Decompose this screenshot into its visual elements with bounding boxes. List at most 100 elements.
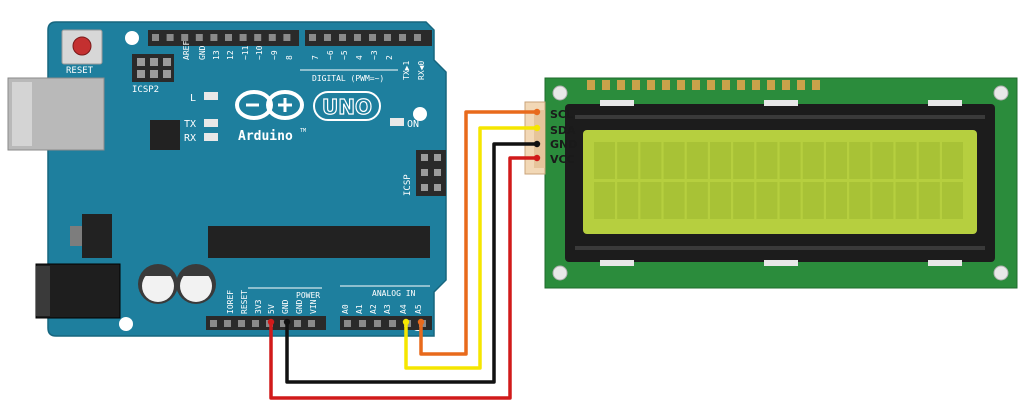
pin-label: 4	[355, 55, 364, 60]
wire-end	[533, 124, 541, 132]
lcd-pin	[722, 80, 730, 90]
pin-label: IOREF	[226, 290, 235, 314]
lcd-pin	[797, 80, 805, 90]
header-pin	[344, 320, 351, 327]
wire-gnd	[285, 142, 539, 384]
analog-label: ANALOG IN	[372, 289, 416, 298]
pin-label: A0	[341, 304, 350, 314]
power-header	[206, 316, 326, 330]
pin-label: A1	[355, 304, 364, 314]
header-pin	[399, 34, 406, 41]
pin-label: 2	[385, 55, 394, 60]
lcd-char-cell	[872, 182, 894, 219]
mount-hole	[413, 107, 427, 121]
lcd-char-cell	[594, 142, 615, 179]
header-pin	[324, 34, 331, 41]
lcd-mount-hole	[552, 265, 568, 281]
lcd-pin	[587, 80, 595, 90]
header-pin	[359, 320, 366, 327]
arduino-uno-board: RESET ICSP2 AREF GND 13 12 ~1	[7, 21, 447, 337]
pin-label: GND	[198, 45, 207, 60]
lcd-char-cell	[710, 182, 731, 219]
lcd-pin	[677, 80, 685, 90]
pin-label: GND	[281, 299, 290, 314]
usb-chip	[150, 120, 180, 150]
pin-label: A5	[414, 304, 423, 314]
header-pin	[389, 320, 396, 327]
header-pin	[294, 320, 301, 327]
power-jack	[35, 263, 121, 319]
lcd-pin	[752, 80, 760, 90]
lcd-char-cell	[733, 142, 755, 179]
icsp-header	[416, 150, 446, 196]
icsp-label: ICSP	[403, 174, 413, 196]
wire-end	[417, 318, 425, 326]
reset-button[interactable]	[61, 29, 103, 65]
analog-pin-labels: A0 A1 A2 A3 A4 A5	[341, 304, 423, 314]
lcd-char-cell	[826, 142, 847, 179]
lcd-mount-hole	[552, 85, 568, 101]
lcd-char-cell	[895, 142, 917, 179]
pin-label: A3	[383, 304, 392, 314]
pin-label: 13	[212, 50, 221, 60]
model-name: UNO	[322, 95, 372, 119]
lcd-bezel-strip	[928, 100, 962, 106]
tx-led-label: TX	[184, 119, 196, 130]
header-pin	[354, 34, 361, 41]
lcd-char-cell	[686, 182, 708, 219]
lcd-char-cell	[640, 142, 662, 179]
pin-label: ~5	[340, 50, 349, 60]
lcd-character-grid	[594, 142, 963, 219]
lcd-header-pins	[587, 80, 820, 90]
lcd-pin	[782, 80, 790, 90]
wire-end	[533, 154, 541, 162]
pin-label: 3V3	[254, 299, 263, 314]
header-pin	[308, 320, 315, 327]
lcd-bezel-strip	[928, 260, 962, 266]
pin-label-scl: SCL	[550, 108, 573, 121]
lcd-pin	[632, 80, 640, 90]
pin-label: A2	[369, 304, 378, 314]
header-pin	[238, 320, 245, 327]
wire-vcc	[269, 156, 539, 400]
pin-label: VIN	[309, 299, 318, 314]
header-pin	[369, 34, 376, 41]
lcd-char-cell	[942, 182, 963, 219]
pin-label: 7	[311, 55, 320, 60]
pin-label: 5V	[267, 304, 276, 314]
header-pin	[384, 34, 391, 41]
lcd-frame-line	[575, 115, 985, 119]
header-pin	[339, 34, 346, 41]
lcd-char-cell	[594, 182, 615, 219]
lcd-bezel-strip	[764, 260, 798, 266]
lcd-pin	[617, 80, 625, 90]
pin-label: GND	[295, 299, 304, 314]
header-pin	[181, 34, 189, 41]
pin-label: AREF	[182, 41, 191, 60]
lcd-pin	[707, 80, 715, 90]
pin-label-gnd: GND	[550, 138, 577, 151]
pin-label: 12	[226, 50, 235, 60]
wires	[267, 108, 541, 400]
wire-end	[283, 318, 291, 326]
lcd-char-cell	[710, 142, 731, 179]
mount-hole	[125, 31, 139, 45]
lcd-char-cell	[733, 182, 755, 219]
wire-end	[402, 318, 410, 326]
lcd-bezel-strip	[600, 100, 634, 106]
header-pin	[254, 34, 262, 41]
icsp2-header	[132, 54, 174, 82]
voltage-regulator	[70, 214, 112, 258]
pin-label: ~6	[326, 50, 335, 60]
reset-label: RESET	[66, 66, 94, 76]
lcd-mount-hole	[993, 265, 1009, 281]
header-pin	[309, 34, 316, 41]
digital-pin-labels: AREF GND 13 12 ~11 ~10 ~9 8 7 ~6 ~5 4 ~3…	[182, 41, 426, 80]
power-pin-labels: IOREF RESET 3V3 5V GND GND VIN	[226, 290, 318, 314]
header-pin	[195, 34, 203, 41]
header-pin	[283, 34, 291, 41]
lcd-char-cell	[895, 182, 917, 219]
header-pin	[166, 34, 174, 41]
l-led	[204, 92, 218, 100]
lcd-bezel-strip	[764, 100, 798, 106]
